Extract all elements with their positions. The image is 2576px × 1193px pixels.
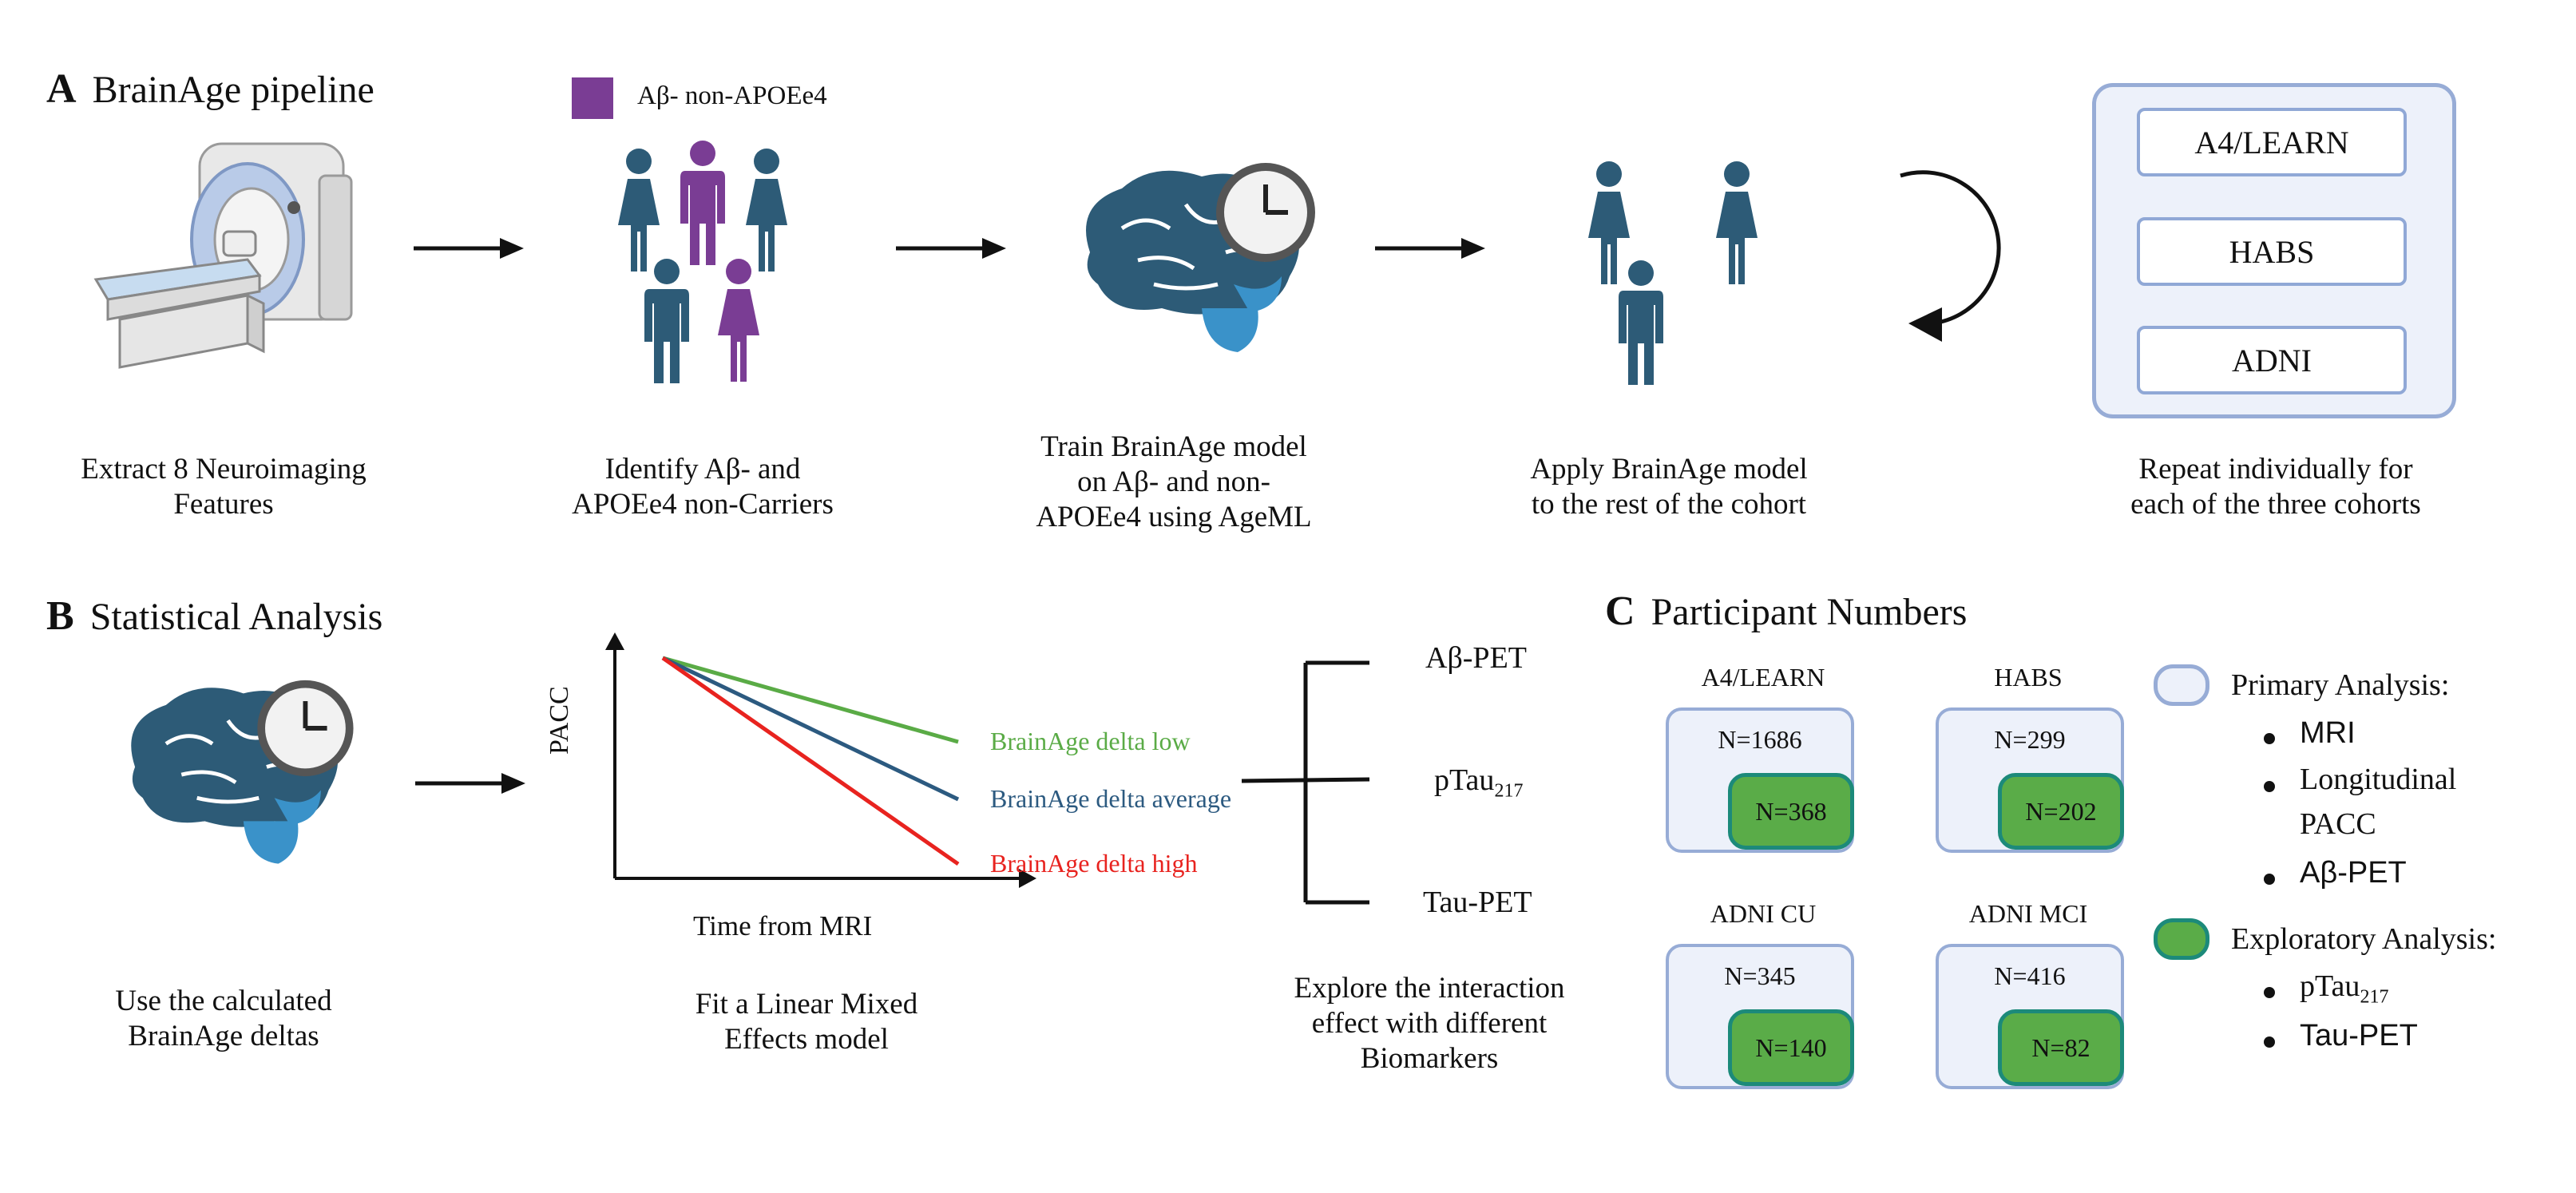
group-total: N=416 — [1994, 961, 2066, 990]
biomarker-ptau217: pTau217 — [1434, 763, 1524, 802]
cohort-a4-learn: A4/LEARN — [2137, 108, 2407, 176]
brain-clock-icon-b — [131, 680, 354, 864]
panel-b-heading: B Statistical Analysis — [46, 593, 382, 640]
group-subset: N=140 — [1728, 1009, 1854, 1086]
panel-a-heading: A BrainAge pipeline — [46, 65, 375, 113]
series-line-2 — [661, 656, 960, 866]
primary-item-longitudinal: Longitudinal — [2300, 763, 2457, 796]
legend-label: Aβ- non-APOEe4 — [637, 81, 827, 110]
chart-x-label: Time from MRI — [693, 910, 873, 941]
group-label-adni-mci: ADNI MCI — [1968, 899, 2088, 928]
panel-c-heading: C Participant Numbers — [1605, 588, 1967, 635]
brain-clock-icon — [1086, 163, 1315, 352]
arrow-3 — [1375, 238, 1485, 259]
group-total: N=1686 — [1718, 725, 1802, 754]
group-subset: N=368 — [1728, 773, 1854, 850]
group-subset: N=202 — [1998, 773, 2124, 850]
primary-item-ab-pet: Aβ-PET — [2300, 856, 2407, 890]
bullet — [2264, 1036, 2275, 1048]
group-total: N=345 — [1724, 961, 1796, 990]
panel-c-title: Participant Numbers — [1651, 591, 1968, 633]
primary-item-pacc: PACC — [2300, 807, 2376, 841]
group-label-habs: HABS — [1994, 663, 2063, 692]
cohort-people-icon — [1588, 161, 1758, 385]
cohort-adni: ADNI — [2137, 326, 2407, 394]
y-axis-arrowhead — [605, 632, 624, 650]
cohort-habs: HABS — [2137, 217, 2407, 286]
panel-c-letter: C — [1605, 589, 1635, 634]
bullet — [2264, 874, 2275, 885]
series-line-1 — [661, 656, 960, 802]
x-axis-arrowhead — [1019, 869, 1036, 888]
primary-item-mri: MRI — [2300, 716, 2356, 750]
arrow-1 — [414, 238, 524, 259]
biomarker-tau-pet: Tau-PET — [1423, 886, 1532, 919]
biomarker-ab-pet: Aβ-PET — [1425, 641, 1527, 675]
panel-a-title: BrainAge pipeline — [92, 69, 375, 111]
group-box-habs: N=299 N=202 — [1936, 707, 2124, 853]
group-label-a4learn: A4/LEARN — [1701, 663, 1825, 692]
primary-swatch — [2154, 664, 2209, 706]
bullet — [2264, 781, 2275, 792]
series-line-0 — [662, 656, 959, 744]
panel-b-title: Statistical Analysis — [89, 596, 383, 638]
group-subset: N=82 — [1998, 1009, 2124, 1086]
series-label-1: BrainAge delta average — [990, 784, 1231, 813]
chart-y-label: PACC — [545, 686, 574, 755]
arrow-2 — [896, 238, 1006, 259]
group-box-adni-mci: N=416 N=82 — [1936, 944, 2124, 1089]
people-group-icon — [618, 141, 787, 383]
group-box-adni-cu: N=345 N=140 — [1666, 944, 1854, 1089]
mri-scanner-icon — [93, 142, 353, 369]
exploratory-item-tau-pet: Tau-PET — [2300, 1019, 2418, 1052]
exploratory-swatch — [2154, 918, 2209, 960]
exploratory-title: Exploratory Analysis: — [2231, 922, 2497, 956]
group-total: N=299 — [1994, 725, 2066, 754]
biomarker-bracket — [1241, 660, 1370, 905]
repeat-arrow-icon — [1900, 170, 2001, 342]
arrow-b — [415, 773, 525, 794]
panel-b-letter: B — [46, 593, 74, 639]
legend-swatch-purple — [572, 77, 613, 119]
exploratory-item-ptau217: pTau217 — [2300, 969, 2389, 1008]
primary-title: Primary Analysis: — [2231, 668, 2450, 702]
bullet — [2264, 987, 2275, 998]
series-label-2: BrainAge delta high — [990, 849, 1197, 878]
series-label-0: BrainAge delta low — [990, 727, 1191, 755]
group-label-adni-cu: ADNI CU — [1710, 899, 1817, 928]
group-box-a4learn: N=1686 N=368 — [1666, 707, 1854, 853]
panel-a-letter: A — [46, 66, 77, 112]
bullet — [2264, 733, 2275, 744]
